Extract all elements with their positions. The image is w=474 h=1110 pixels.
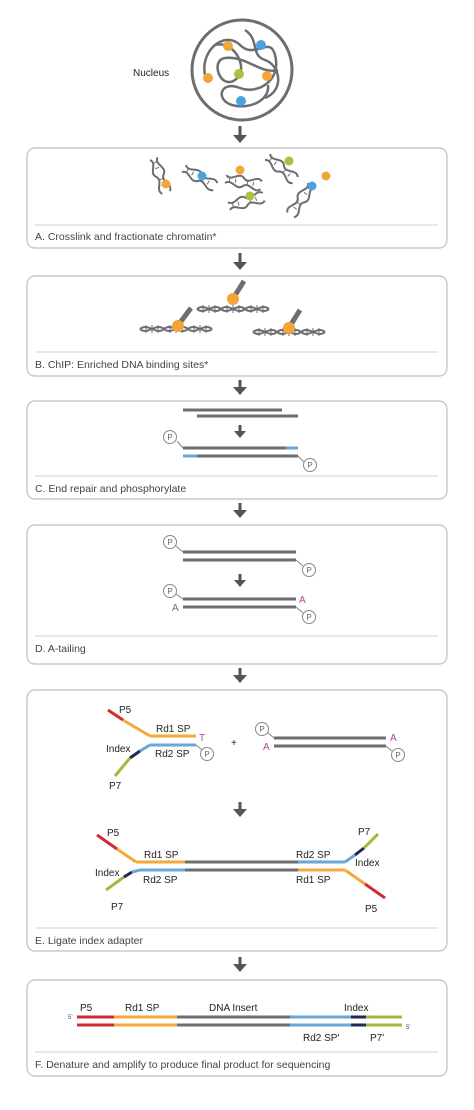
step-arrow xyxy=(234,574,246,587)
protein-blue xyxy=(197,171,207,181)
five-prime-marker: 5' xyxy=(68,1015,72,1021)
label-rd1: Rd1 SP xyxy=(144,850,179,861)
forked-index-adapter: P xyxy=(107,708,214,777)
step-arrow xyxy=(233,253,247,270)
phosphate-label: P xyxy=(167,538,172,547)
a-overhang: A xyxy=(172,603,179,614)
panel-c-caption: C. End repair and phosphorylate xyxy=(35,483,186,495)
protein-green xyxy=(234,69,244,79)
panel-b: B. ChIP: Enriched DNA binding sites* xyxy=(26,275,448,377)
phosphate-label: P xyxy=(259,725,264,734)
phosphate-label: P xyxy=(306,613,311,622)
label-index: Index xyxy=(355,858,379,869)
phosphate-label: P xyxy=(167,587,172,596)
step-arrow xyxy=(233,380,247,395)
label-rd2: Rd2 SP xyxy=(155,749,190,760)
protein-green xyxy=(284,156,294,166)
five-prime-marker: 5' xyxy=(406,1025,410,1031)
label-rd1: Rd1 SP xyxy=(156,724,191,735)
panel-f: F. Denature and amplify to produce final… xyxy=(26,979,448,1077)
step-arrow xyxy=(233,802,247,817)
step-arrow xyxy=(233,503,247,518)
protein-orange xyxy=(223,41,233,51)
ligated-product xyxy=(96,832,386,900)
label-rd2: Rd2 SP' xyxy=(303,1033,339,1044)
step-arrow xyxy=(233,126,247,143)
label-p5: P5 xyxy=(365,904,378,915)
phosphate-label: P xyxy=(395,751,400,760)
protein-orange xyxy=(235,165,245,175)
label-p7: P7 xyxy=(358,827,371,838)
label-p5: P5 xyxy=(107,828,120,839)
panel-b-caption: B. ChIP: Enriched DNA binding sites* xyxy=(35,359,208,371)
protein-green xyxy=(245,191,255,201)
label-index: Index xyxy=(344,1003,368,1014)
label-p5: P5 xyxy=(80,1003,93,1014)
label-rd2: Rd2 SP xyxy=(296,850,331,861)
phosphate-label: P xyxy=(167,433,172,442)
panel-e-caption: E. Ligate index adapter xyxy=(35,935,143,947)
step-arrow xyxy=(233,668,247,683)
protein-orange xyxy=(262,71,272,81)
nucleus-illustration xyxy=(190,18,294,122)
step-arrow xyxy=(234,425,246,438)
a-overhang: A xyxy=(299,595,306,606)
label-index: Index xyxy=(95,868,119,879)
protein-blue xyxy=(307,181,317,191)
label-p7: P7 xyxy=(109,781,122,792)
phosphate-5prime xyxy=(163,535,177,549)
phosphate-label: P xyxy=(307,461,312,470)
label-rd2: Rd2 SP xyxy=(143,875,178,886)
antibody-bound-protein xyxy=(227,279,247,305)
panel-e: E. Ligate index adapter P P5 Rd1 SP T In… xyxy=(26,689,448,952)
phosphate-3prime xyxy=(302,610,316,624)
phosphate xyxy=(255,722,269,736)
a-tailed-insert: P P xyxy=(255,722,405,762)
nucleus-label: Nucleus xyxy=(133,68,169,79)
phosphate-label: P xyxy=(204,750,209,759)
panel-d: D. A-tailing P P P A A P xyxy=(26,524,448,665)
label-rd1: Rd1 SP xyxy=(296,875,331,886)
protein-blue xyxy=(256,40,266,50)
phosphate-label: P xyxy=(306,566,311,575)
phosphate-3prime xyxy=(303,458,317,472)
label-index: Index xyxy=(106,744,130,755)
panel-a-caption: A. Crosslink and fractionate chromatin* xyxy=(35,231,217,243)
panel-f-caption: F. Denature and amplify to produce final… xyxy=(35,1059,331,1071)
phosphate xyxy=(391,748,405,762)
a-overhang: A xyxy=(390,733,397,744)
antibody-bound-protein xyxy=(283,308,303,334)
phosphate-5prime xyxy=(163,430,177,444)
label-p7: P7' xyxy=(370,1033,384,1044)
label-dna-insert: DNA Insert xyxy=(209,1003,258,1014)
panel-c: C. End repair and phosphorylate P P xyxy=(26,400,448,500)
phosphate-3prime xyxy=(302,563,316,577)
a-overhang: A xyxy=(263,742,270,753)
label-p5: P5 xyxy=(119,705,132,716)
plus-sign: + xyxy=(231,738,237,749)
protein-blue xyxy=(236,96,246,106)
phosphate xyxy=(200,747,214,761)
panel-d-caption: D. A-tailing xyxy=(35,643,86,655)
panel-a: A. Crosslink and fractionate chromatin* xyxy=(26,147,448,249)
t-overhang: T xyxy=(199,733,205,744)
protein-orange xyxy=(203,73,213,83)
step-arrow xyxy=(233,957,247,972)
protein-orange xyxy=(321,171,331,181)
label-p7: P7 xyxy=(111,902,124,913)
phosphate-5prime xyxy=(163,584,177,598)
antibody-bound-protein xyxy=(172,306,193,332)
protein-orange xyxy=(161,179,171,189)
label-rd1: Rd1 SP xyxy=(125,1003,160,1014)
